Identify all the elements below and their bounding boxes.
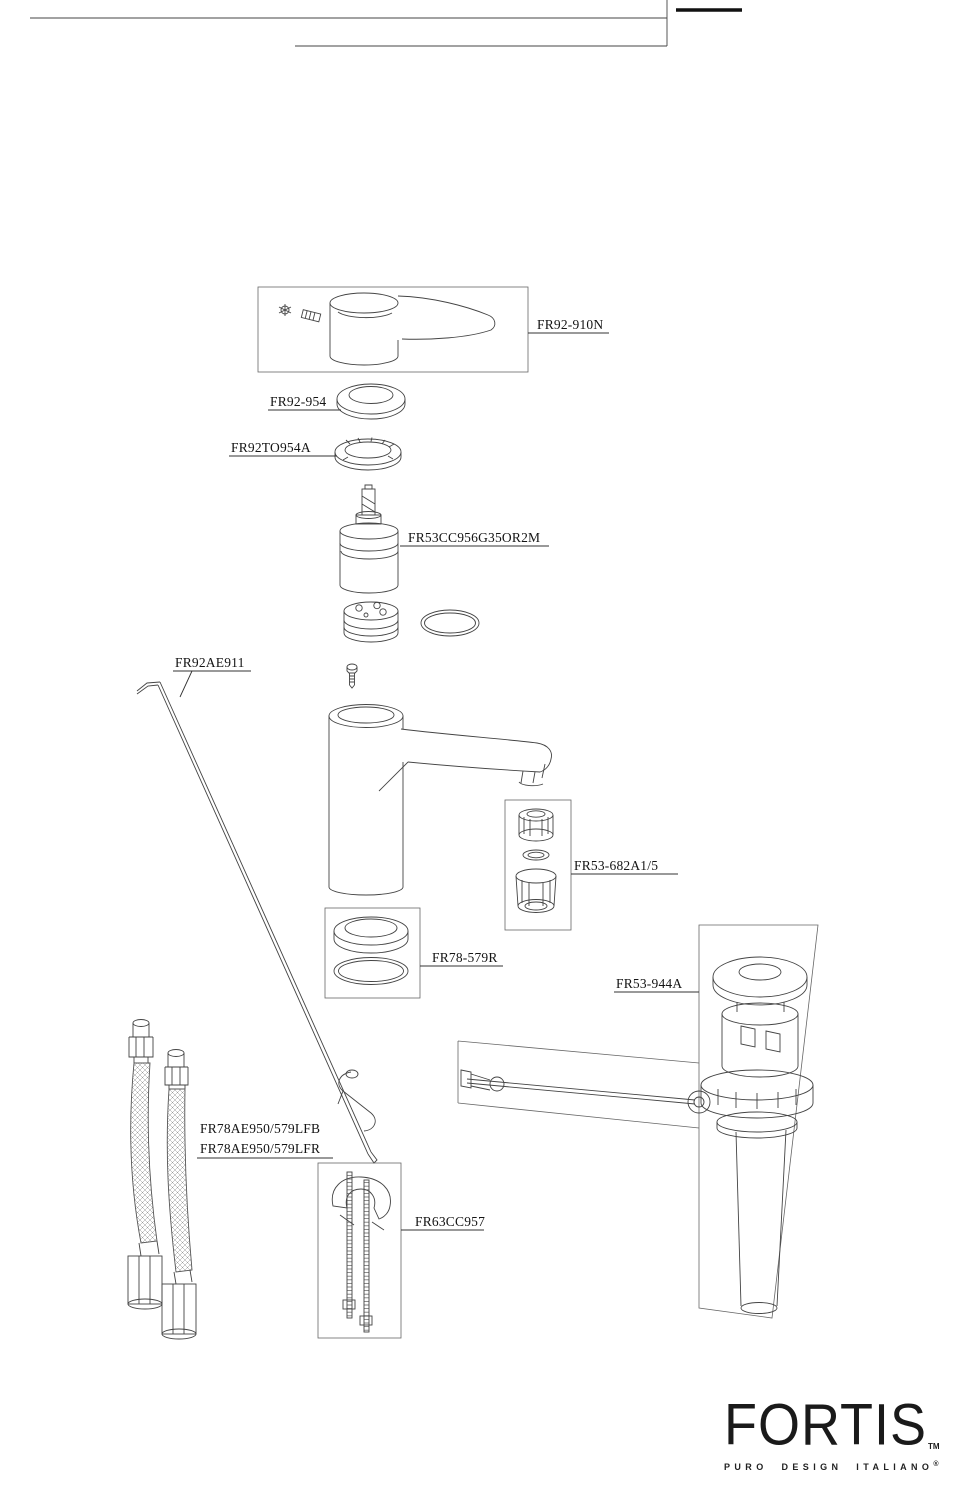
dome-cap-ring-drawing	[336, 383, 406, 420]
aerator-assembly-drawing	[504, 799, 572, 931]
lift-rod-drawing	[136, 681, 378, 1164]
drain-assembly-drawing	[457, 924, 819, 1319]
part-label-fr78-579r: FR78-579R	[432, 950, 498, 965]
part-label-fr92-910n: FR92-910N	[537, 317, 604, 332]
brand-block: FORTIS TM PURO DESIGN ITALIANO®	[724, 1396, 958, 1472]
brand-logo-fortis: FORTIS	[724, 1392, 928, 1458]
part-label-fr53-682a1-5: FR53-682A1/5	[574, 858, 659, 873]
supply-hose-2-drawing	[161, 1049, 197, 1340]
part-label-fr53cc956g35or2m: FR53CC956G35OR2M	[408, 530, 541, 545]
screw-drawing	[346, 663, 358, 689]
supply-hose-1-drawing	[127, 1019, 163, 1310]
brand-tagline: PURO DESIGN ITALIANO	[724, 1462, 934, 1472]
part-label-fr78ae950-579lfb: FR78AE950/579LFB	[200, 1121, 321, 1136]
part-label-fr78ae950-579lfr: FR78AE950/579LFR	[200, 1141, 321, 1156]
cartridge-base-drawing	[343, 601, 399, 643]
leader-lines	[173, 332, 699, 1231]
brand-tagline-mark: ®	[933, 1461, 939, 1468]
mounting-hardware-drawing	[317, 1162, 402, 1339]
lock-ring-drawing	[334, 437, 402, 471]
cartridge-drawing	[339, 484, 399, 594]
part-label-fr63cc957: FR63CC957	[415, 1214, 486, 1229]
faucet-body-drawing	[328, 704, 552, 896]
part-label-fr92-954: FR92-954	[270, 394, 327, 409]
o-ring-drawing	[420, 609, 480, 637]
part-label-fr53-944a: FR53-944A	[616, 976, 683, 991]
base-ring-drawing	[324, 907, 421, 999]
brand-trademark: TM	[928, 1442, 940, 1451]
header-rules	[30, 0, 742, 47]
handle-assembly-drawing	[257, 286, 529, 373]
part-label-fr92ae911: FR92AE911	[175, 655, 245, 670]
part-label-fr92to954a: FR92TO954A	[231, 440, 311, 455]
